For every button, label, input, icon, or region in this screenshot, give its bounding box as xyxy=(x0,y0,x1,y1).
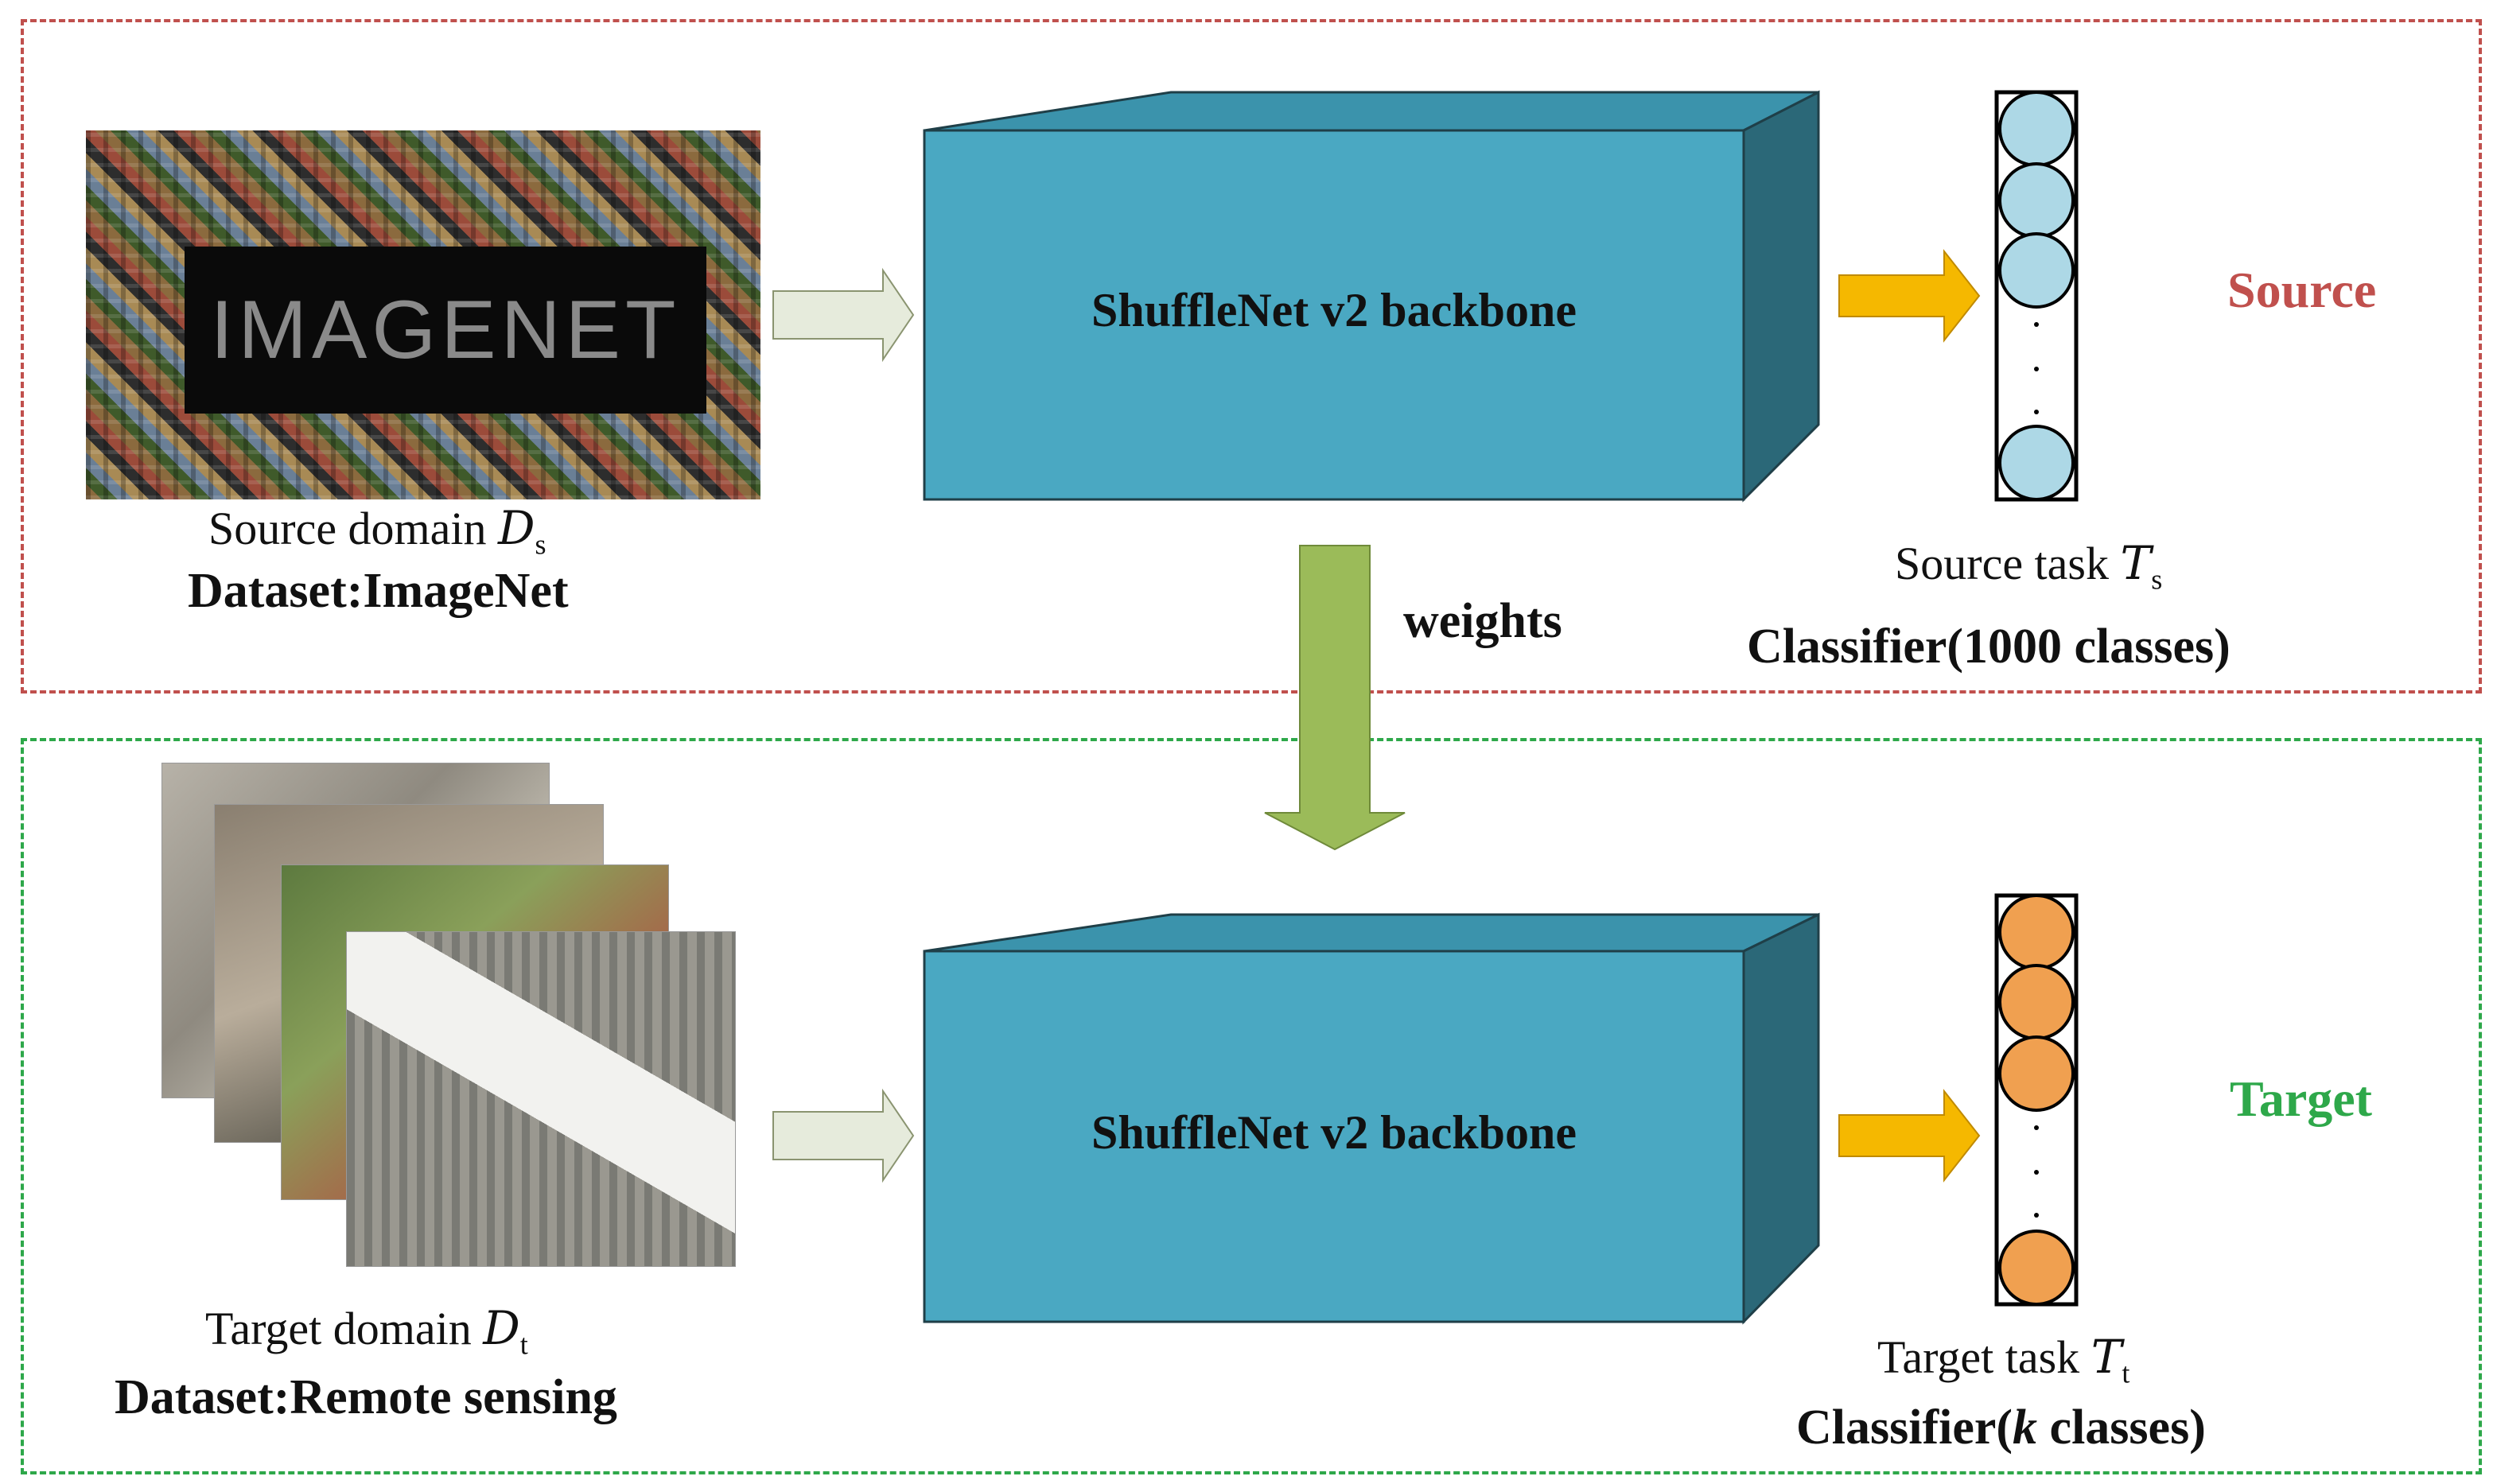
source-neuron-3 xyxy=(1998,232,2075,309)
source-ellipsis-dot-2 xyxy=(2034,367,2039,371)
target-task-caption: Target task Tt xyxy=(1877,1330,2130,1389)
source-backbone-label: ShuffleNet v2 backbone xyxy=(1091,284,1577,336)
target-region-label: Target xyxy=(2230,1070,2372,1127)
target-neuron-1 xyxy=(1998,894,2075,970)
source-domain-caption: Source domain Ds xyxy=(208,501,546,561)
source-domain-subscript: s xyxy=(535,528,546,561)
target-region xyxy=(21,738,2482,1474)
source-task-symbol: T xyxy=(2120,536,2152,590)
source-backbone-top-face xyxy=(924,91,1819,132)
source-region-label: Source xyxy=(2227,262,2377,318)
target-domain-caption: Target domain Dt xyxy=(205,1301,528,1361)
target-backbone-label: ShuffleNet v2 backbone xyxy=(1091,1106,1577,1159)
source-task-subscript: s xyxy=(2151,563,2163,596)
weights-label: weights xyxy=(1403,594,1562,648)
source-input-arrow-icon xyxy=(772,267,915,363)
target-backbone-front-face xyxy=(923,950,1745,1323)
target-neuron-2 xyxy=(1998,964,2075,1040)
source-neuron-2 xyxy=(1998,162,2075,239)
source-neuron-last xyxy=(1998,425,2075,501)
source-dataset-caption: Dataset:ImageNet xyxy=(188,564,569,618)
source-neuron-1 xyxy=(1998,91,2075,167)
target-ellipsis-dot-1 xyxy=(2034,1125,2039,1130)
source-backbone-block xyxy=(923,90,1820,503)
source-classifier-caption: Classifier(1000 classes) xyxy=(1747,620,2231,674)
source-classifier xyxy=(1994,90,2079,502)
source-backbone-front-face xyxy=(923,129,1745,501)
source-backbone-side-face xyxy=(1742,90,1820,503)
target-domain-symbol: D xyxy=(483,1301,520,1355)
target-backbone-side-face xyxy=(1742,912,1820,1325)
source-domain-symbol: D xyxy=(498,501,535,555)
target-task-symbol: T xyxy=(2091,1330,2122,1384)
source-region xyxy=(21,19,2482,693)
target-domain-subscript: t xyxy=(519,1328,528,1361)
source-ellipsis-dot-1 xyxy=(2034,322,2039,327)
remote-sensing-image-4 xyxy=(347,932,735,1266)
weights-arrow-icon xyxy=(1264,545,1406,851)
target-classifier-caption: Classifier(k classes) xyxy=(1796,1400,2206,1455)
source-task-caption: Source task Ts xyxy=(1895,536,2163,596)
target-ellipsis-dot-3 xyxy=(2034,1213,2039,1218)
target-classifier xyxy=(1994,893,2079,1307)
target-output-arrow-icon xyxy=(1838,1089,1981,1183)
imagenet-logo: IMAGENET xyxy=(210,283,681,376)
source-ellipsis-dot-3 xyxy=(2034,410,2039,414)
target-backbone-top-face xyxy=(924,913,1819,953)
source-output-arrow-icon xyxy=(1838,249,1981,343)
target-neuron-last xyxy=(1998,1230,2075,1306)
target-dataset-caption: Dataset:Remote sensing xyxy=(115,1370,617,1424)
target-neuron-3 xyxy=(1998,1035,2075,1112)
target-input-arrow-icon xyxy=(772,1088,915,1183)
imagenet-banner xyxy=(185,247,706,414)
target-backbone-block xyxy=(923,912,1820,1325)
target-ellipsis-dot-2 xyxy=(2034,1170,2039,1175)
target-task-subscript: t xyxy=(2122,1357,2130,1389)
